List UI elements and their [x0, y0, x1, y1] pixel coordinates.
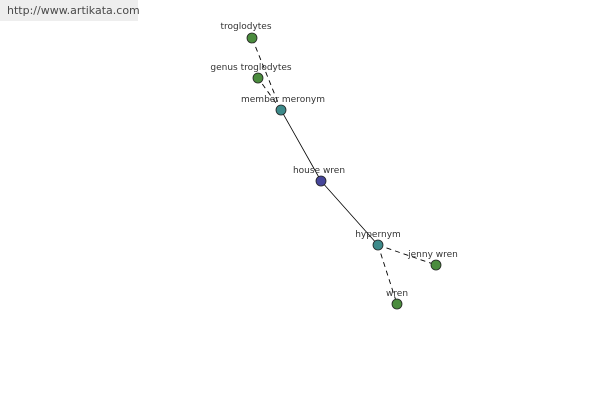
edge-hypernym-to-jenny-wren: [377, 244, 437, 266]
node-label-genus-troglodytes: genus troglodytes: [210, 63, 292, 73]
node-wren[interactable]: wren: [386, 289, 408, 310]
node-circle-member-meronym[interactable]: [275, 104, 287, 116]
node-jenny-wren[interactable]: jenny wren: [407, 250, 458, 271]
node-circle-wren[interactable]: [391, 298, 403, 310]
node-label-member-meronym: member meronym: [241, 95, 325, 105]
node-genus-troglodytes[interactable]: genus troglodytes: [210, 63, 292, 84]
node-circle-jenny-wren[interactable]: [430, 259, 442, 271]
edge-member-meronym-to-troglodytes: [251, 37, 282, 111]
node-circle-hypernym[interactable]: [372, 239, 384, 251]
node-member-meronym[interactable]: member meronym: [241, 95, 325, 116]
edge-hypernym-to-wren: [377, 244, 398, 305]
node-troglodytes[interactable]: troglodytes: [220, 22, 272, 44]
nodes-layer: troglodytes genus troglodytes member meron…: [210, 22, 458, 310]
node-house-wren[interactable]: house wren: [293, 166, 345, 187]
node-label-hypernym: hypernym: [355, 230, 401, 240]
edges-layer: [251, 37, 437, 305]
node-label-jenny-wren: jenny wren: [407, 250, 458, 260]
node-label-troglodytes: troglodytes: [220, 22, 271, 32]
node-circle-genus-troglodytes[interactable]: [252, 72, 264, 84]
node-hypernym[interactable]: hypernym: [355, 230, 401, 251]
node-circle-troglodytes[interactable]: [246, 32, 258, 44]
edge-house-wren-to-hypernym: [320, 180, 379, 246]
node-label-house-wren: house wren: [293, 166, 345, 176]
node-circle-house-wren[interactable]: [315, 175, 327, 187]
node-label-wren: wren: [386, 289, 408, 299]
source-url: http://www.artikata.com: [0, 0, 140, 21]
edge-house-wren-to-member-meronym: [280, 109, 322, 182]
edge-member-meronym-to-genus-troglodytes: [257, 77, 282, 111]
